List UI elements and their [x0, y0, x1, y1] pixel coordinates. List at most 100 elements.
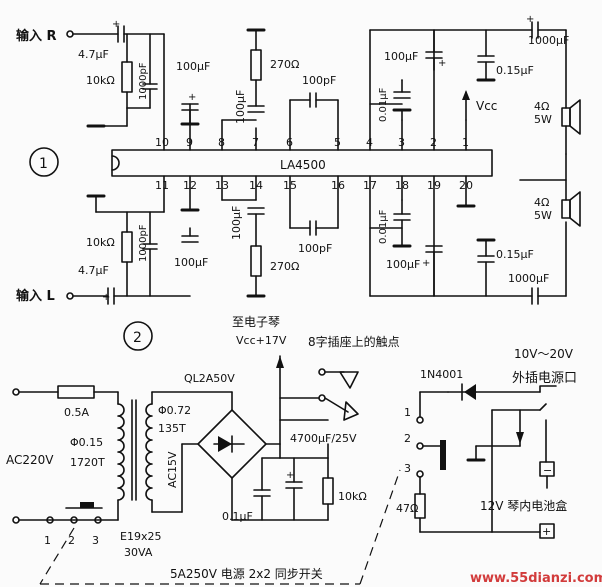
cap-label-100u-pin12: 100μF: [174, 256, 208, 269]
section-marker-1: 1: [29, 147, 59, 177]
socket-contacts: 8字插座上的触点: [279, 334, 400, 421]
cap-0p01-bottom: 0.01μF 100μF: [369, 199, 420, 271]
pin-19: 19: [427, 179, 441, 192]
cap-label-0p15-right: 0.15μF: [496, 64, 534, 77]
section-number-1: 1: [39, 156, 48, 172]
cap-label-0p15-left: 0.15μF: [496, 248, 534, 261]
cap-label-100u-pin9: 100μF: [176, 60, 210, 73]
output-right-network: + + Vcc 1000μF 0.15μF: [369, 14, 569, 121]
pin-14: 14: [249, 179, 263, 192]
va-label: 30VA: [124, 546, 153, 559]
pin-17: 17: [363, 179, 377, 192]
cap-100u-pin9: + 100μF: [176, 60, 210, 141]
switch-label: 5A250V 电源 2x2 同步开关: [170, 567, 323, 581]
ic-bottom-pins: [163, 175, 467, 297]
pin-9: 9: [186, 136, 193, 149]
svg-text:+: +: [526, 14, 534, 25]
battery-minus: −: [543, 464, 552, 477]
cap-100u-pin14: 100μF: [221, 199, 265, 247]
diode-label: 1N4001: [420, 368, 463, 381]
pin-16: 16: [331, 179, 345, 192]
vcc17-label: Vcc+17V: [236, 334, 287, 347]
resistor-label-270-top: 270Ω: [270, 58, 299, 71]
to-organ-label: 至电子琴: [232, 315, 280, 329]
secondary-turns-label: 135T: [158, 422, 186, 435]
pin-20: 20: [459, 179, 473, 192]
external-voltage-label: 10V～20V: [514, 347, 574, 361]
ac220-label: AC220V: [6, 453, 54, 467]
resistor-10k-right: [121, 61, 133, 93]
ac15-label: AC15V: [166, 451, 179, 488]
pin-10: 10: [155, 136, 169, 149]
bridge-label: QL2A50V: [184, 372, 235, 385]
fuse-label: 0.5A: [64, 406, 89, 419]
svg-text:+: +: [188, 92, 196, 103]
pin-5: 5: [334, 136, 341, 149]
secondary-wire-label: Φ0.72: [158, 404, 191, 417]
power-switch: 1 2 3: [44, 502, 103, 547]
resistor-10k-psu: [322, 477, 334, 505]
resistor-10k-psu-label: 10kΩ: [338, 490, 367, 503]
pin-1: 1: [462, 136, 469, 149]
filter-network: + 至电子琴 Vcc+17V 4700μF/25V 10kΩ 0.1μF: [222, 315, 367, 523]
resistor-270-top: 270Ω: [246, 28, 299, 81]
pin-8: 8: [218, 136, 225, 149]
cap-0p01-top: 0.01μF: [369, 79, 411, 122]
resistor-10k-left: [121, 231, 133, 263]
input-right-terminal: [66, 30, 74, 38]
output-left-network: + 0.15μF 1000μF: [369, 204, 567, 305]
cap-label-1000u-out-right: 1000μF: [528, 34, 569, 47]
svg-text:+: +: [112, 19, 120, 30]
bridge-rectifier: QL2A50V: [181, 372, 281, 521]
cap-100u-pin7: 100μF: [221, 79, 265, 124]
pin-12: 12: [183, 179, 197, 192]
cap-label-100p-top: 100pF: [302, 74, 336, 87]
cap-label-100p-bottom: 100pF: [298, 242, 332, 255]
pin-6: 6: [286, 136, 293, 149]
input-left-terminal: [66, 292, 74, 300]
cap-4700-label: 4700μF/25V: [290, 432, 357, 445]
switch-pin-1: 1: [44, 534, 51, 547]
primary-wire-label: Φ0.15: [70, 436, 103, 449]
external-power: 1N4001 10V～20V 外插电源口: [420, 347, 577, 533]
cap-label-100u-pin18: 100μF: [386, 258, 420, 271]
pin-15: 15: [283, 179, 297, 192]
cap-label-100u-pin3: 100μF: [384, 50, 418, 63]
cap-label-4p7-left: 4.7μF: [78, 264, 109, 277]
input-right-label: 输入 R: [16, 28, 57, 44]
cap-0p1-label: 0.1μF: [222, 510, 253, 523]
contact-2: 2: [404, 432, 411, 445]
ic-pin-numbers-bottom: 11 12 13 14 15 16 17 18 19 20: [155, 179, 473, 192]
transformer: Φ0.72 135T AC15V E19x25 30VA: [117, 391, 233, 559]
cap-label-0p01-bottom: 0.01μF: [378, 209, 389, 244]
pin-7: 7: [252, 136, 259, 149]
svg-text:+: +: [286, 470, 294, 481]
cap-label-100u-pin7: 100μF: [234, 90, 247, 124]
battery-box: − + 12V 琴内电池盒: [480, 461, 567, 539]
vcc-label: Vcc: [476, 99, 497, 113]
ic-notch: [111, 155, 120, 171]
cap-label-0p01-top: 0.01μF: [378, 87, 389, 122]
cap-label-1000p-left: 1000pF: [138, 224, 149, 262]
resistor-label-10k-left: 10kΩ: [86, 236, 115, 249]
switch-pin-3: 3: [92, 534, 99, 547]
ic-la4500: LA4500 10: [111, 29, 493, 297]
fuse: [57, 385, 95, 399]
cap-100p-bottom: 100pF: [289, 220, 339, 255]
ic-part-label: LA4500: [280, 158, 326, 172]
resistor-label-10k-right: 10kΩ: [86, 74, 115, 87]
pin-4: 4: [366, 136, 373, 149]
pin-3: 3: [398, 136, 405, 149]
watermark: www.55dianzi.com: [470, 571, 602, 586]
contact-3: 3: [404, 462, 411, 475]
cap-label-4p7-right: 4.7μF: [78, 48, 109, 61]
resistor-47-label: 47Ω: [396, 502, 418, 515]
primary-turns-label: 1720T: [70, 456, 105, 469]
svg-text:+: +: [422, 258, 430, 269]
